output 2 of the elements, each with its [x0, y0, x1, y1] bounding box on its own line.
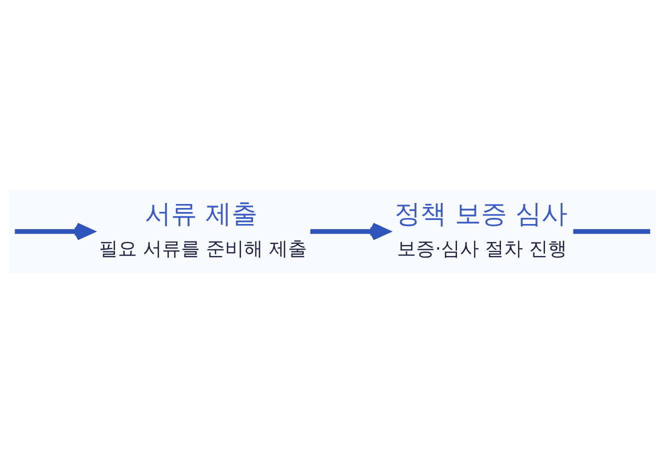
- node-text: 서류 제출 필요 서류를 준비해 제출: [98, 199, 308, 260]
- node-text: 정책 보증 심사 보증·심사 절차 진행: [394, 199, 568, 260]
